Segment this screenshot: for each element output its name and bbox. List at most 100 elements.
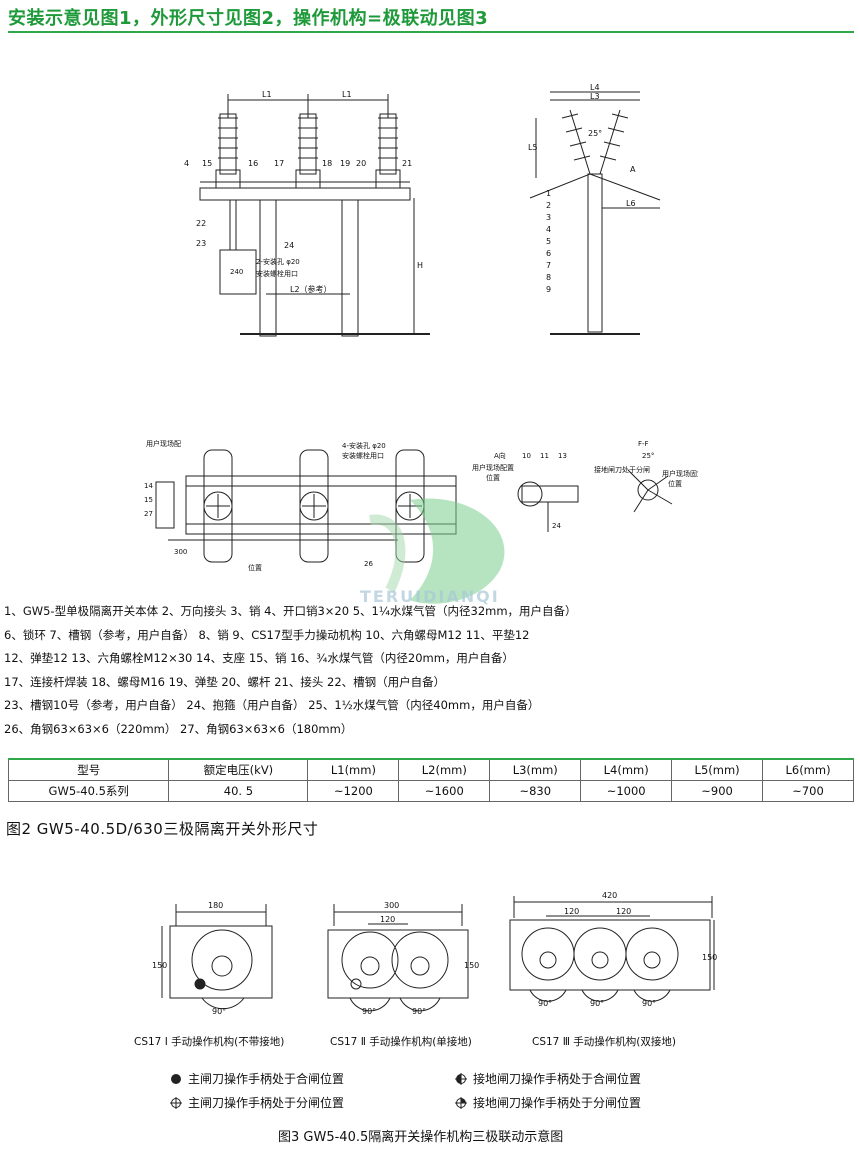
parts-row-4: 17、连接杆焊装 18、螺母M16 19、弹垫 20、螺杆 21、接头 22、槽… [4, 674, 446, 689]
label-18: 18 [322, 159, 332, 168]
side-num-3: 3 [546, 213, 551, 222]
spec-cell: 40. 5 [168, 779, 309, 802]
mech1-caption: CS17 Ⅰ 手动操作机构(不带接地) [134, 1036, 285, 1048]
spec-header-cell: L5(mm) [671, 758, 764, 781]
label-angle: 25° [588, 129, 602, 138]
mech1-angle: 90° [212, 1007, 226, 1016]
legend-label: 主闸刀操作手柄处于合闸位置 [188, 1072, 345, 1086]
label-L3: L3 [590, 92, 600, 101]
detail-b-pos: 位置 [668, 479, 682, 488]
spec-header-cell: L6(mm) [762, 758, 854, 781]
label-23: 23 [196, 239, 206, 248]
plan-num-26: 26 [364, 560, 373, 568]
spec-cell: ~1000 [580, 779, 673, 802]
plan-top-note: 用户现场配 [146, 439, 181, 448]
page-title: 安装示意见图1，外形尺寸见图2，操作机构=极联动见图3 [8, 8, 489, 29]
legend-label: 接地闸刀操作手柄处于合闸位置 [473, 1072, 642, 1086]
label-L6: L6 [626, 199, 636, 208]
side-num-1: 1 [546, 189, 551, 198]
filled-circle-icon [171, 1073, 181, 1084]
mech2-angle2: 90° [412, 1007, 426, 1016]
spec-cell: ~700 [762, 779, 854, 802]
plan-pos-note: 位置 [248, 563, 262, 572]
spec-table: 型号 额定电压(kV) L1(mm) L2(mm) L3(mm) L4(mm) … [7, 758, 854, 802]
parts-row-5: 23、槽钢10号（参考，用户自备） 24、抱箍（用户自备） 25、1½水煤气管（… [4, 698, 540, 713]
mech2-width: 300 [384, 901, 399, 910]
side-num-5: 5 [546, 237, 551, 246]
mech3-caption: CS17 Ⅲ 手动操作机构(双接地) [532, 1036, 676, 1048]
spec-cell: ~1200 [307, 779, 400, 802]
legend-ground-closed: 接地闸刀操作手柄处于合闸位置 [455, 1070, 641, 1087]
label-24: 24 [284, 241, 294, 250]
page-header: 安装示意见图1，外形尺寸见图2，操作机构=极联动见图3 [8, 4, 854, 34]
side-num-6: 6 [546, 249, 551, 258]
detail-b-ground: 接地闸刀处于分闸 [594, 465, 650, 474]
legend-ground-open: 接地闸刀操作手柄处于分闸位置 [455, 1094, 641, 1111]
front-elevation-svg: L1 L1 4 15 16 17 18 19 20 21 22 23 24 2-… [184, 90, 430, 337]
plan-view-drawing: 用户现场配 4-安装孔 φ20 安装螺栓用口 位置 14 15 27 26 30… [138, 436, 704, 576]
detail-b-title: F-F [638, 440, 649, 448]
hole-note: 2-安装孔 φ20 [256, 257, 300, 266]
label-L5: L5 [528, 143, 538, 152]
plan-bolt-note: 安装螺栓用口 [342, 451, 384, 460]
detail-a-user: 用户现场配置 [472, 463, 514, 472]
plan-view-svg: 用户现场配 4-安装孔 φ20 安装螺栓用口 位置 14 15 27 26 30… [144, 439, 704, 572]
mech3-angle3: 90° [642, 999, 656, 1008]
header-rule [8, 31, 854, 33]
mount-note: 安装螺栓用口 [256, 269, 298, 278]
mech2-inner: 120 [380, 915, 395, 924]
parts-row-1: 1、GW5-型单极隔离开关本体 2、万向接头 3、销 4、开口销3×20 5、1… [4, 604, 577, 618]
label-22: 22 [196, 219, 206, 228]
mechanism-drawings: 180 150 90° 300 120 150 90° 90° 420 120 … [150, 890, 720, 1020]
quarter-filled-crosshair-icon [455, 1096, 467, 1109]
label-L4: L4 [590, 83, 600, 92]
mechanism-svg: 180 150 90° 300 120 150 90° 90° 420 120 … [152, 891, 717, 1016]
legend-main-closed: 主闸刀操作手柄处于合闸位置 [170, 1070, 344, 1087]
spec-cell: GW5-40.5系列 [7, 779, 170, 802]
label-4: 4 [184, 159, 189, 168]
mech1-height: 150 [152, 961, 167, 970]
legend-label: 主闸刀操作手柄处于分闸位置 [188, 1096, 345, 1110]
legend-label: 接地闸刀操作手柄处于分闸位置 [473, 1096, 642, 1110]
spec-header-cell: L3(mm) [489, 758, 582, 781]
label-19: 19 [340, 159, 350, 168]
label-L1-right: L1 [342, 90, 352, 99]
label-17: 17 [274, 159, 284, 168]
detail-a-11: 11 [540, 452, 549, 460]
mech2-caption: CS17 Ⅱ 手动操作机构(单接地) [330, 1036, 472, 1048]
parts-row-6: 26、角钢63×63×6（220mm） 27、角钢63×63×6（180mm） [4, 721, 353, 736]
detail-a-13: 13 [558, 452, 567, 460]
crosshair-circle-icon [170, 1096, 182, 1109]
spec-header-cell: 额定电压(kV) [168, 758, 309, 781]
spec-cell: ~1600 [398, 779, 491, 802]
label-L2: L2（参考） [290, 284, 332, 294]
plan-hole-note: 4-安装孔 φ20 [342, 441, 386, 450]
spec-cell: ~900 [671, 779, 764, 802]
parts-row-3: 12、弹垫12 13、六角螺栓M12×30 14、支座 15、销 16、¾水煤气… [4, 651, 514, 666]
spec-header-cell: L2(mm) [398, 758, 491, 781]
label-21: 21 [402, 159, 412, 168]
mech2-height: 150 [464, 961, 479, 970]
mech2-angle1: 90° [362, 1007, 376, 1016]
mech3-width: 420 [602, 891, 617, 900]
parts-list: 1、GW5-型单极隔离开关本体 2、万向接头 3、销 4、开口销3×20 5、1… [4, 600, 854, 742]
mech3-angle1: 90° [538, 999, 552, 1008]
figure3-title: 图3 GW5-40.5隔离开关操作机构三极联动示意图 [278, 1130, 564, 1145]
spec-header-cell: L4(mm) [580, 758, 673, 781]
plan-num-27: 27 [144, 510, 153, 518]
mech3-inner1: 120 [564, 907, 579, 916]
detail-a-24: 24 [552, 522, 561, 530]
side-elevation-svg: L4 L3 L5 25° A L6 1 2 3 4 5 6 7 8 9 [528, 83, 661, 335]
detail-a-title: A向 [494, 451, 506, 460]
label-15: 15 [202, 159, 212, 168]
mech3-height: 150 [702, 953, 717, 962]
plan-num-15: 15 [144, 496, 153, 504]
detail-a-10: 10 [522, 452, 531, 460]
spec-header-cell: L1(mm) [307, 758, 400, 781]
side-num-4: 4 [546, 225, 551, 234]
plan-num-14: 14 [144, 482, 153, 490]
label-240: 240 [230, 268, 243, 276]
label-20: 20 [356, 159, 366, 168]
label-A: A [630, 165, 636, 174]
label-16: 16 [248, 159, 258, 168]
